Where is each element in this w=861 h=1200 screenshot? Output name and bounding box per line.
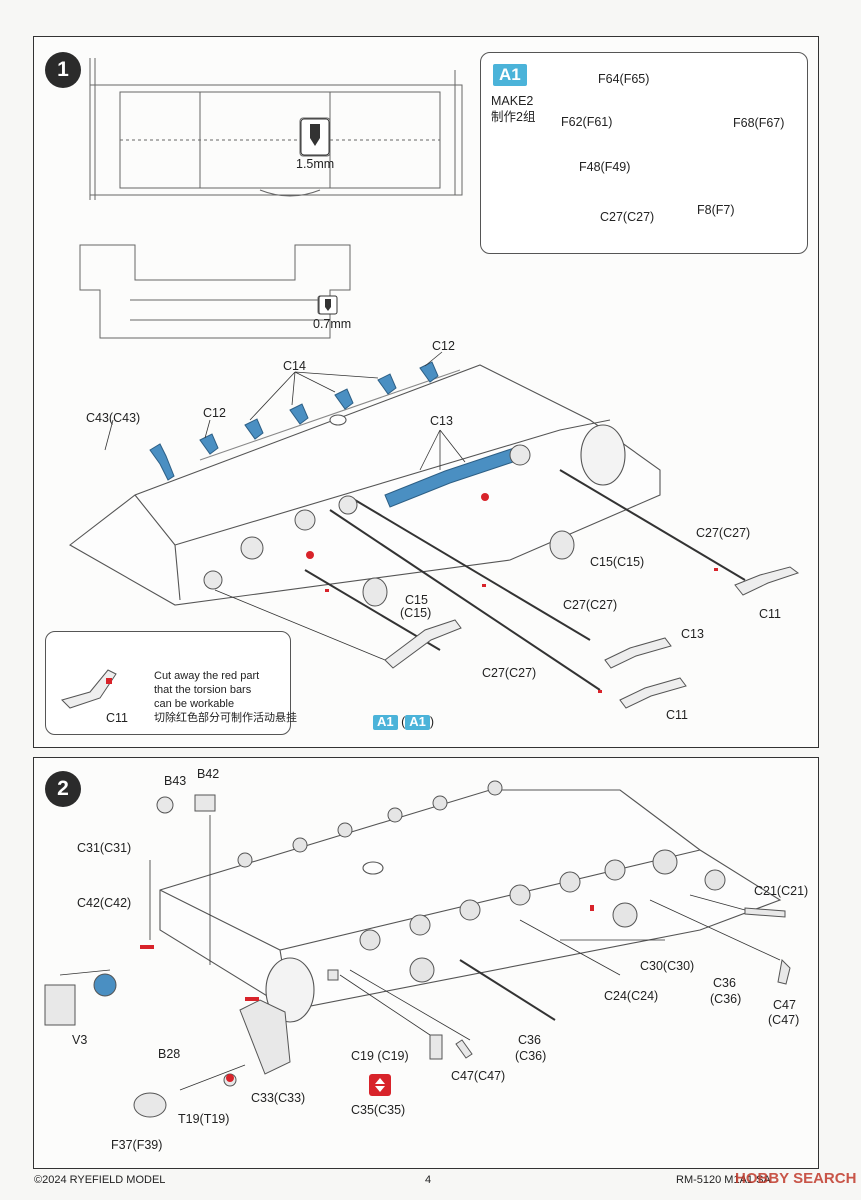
step-1-number: 1 <box>45 52 81 88</box>
suspension-mounts <box>149 361 526 508</box>
hull-rear-view <box>79 244 351 339</box>
part-label: B43 <box>164 774 187 788</box>
step-2-panel <box>33 757 819 1169</box>
a1-reference: A1 (A1) <box>373 714 434 730</box>
part-label: B28 <box>158 1047 181 1061</box>
note-text-cn: 切除红色部分可制作活动悬挂 <box>154 712 297 724</box>
make-label: MAKE2 <box>491 94 534 108</box>
part-label: C36 <box>518 1033 541 1047</box>
part-label: F37(F39) <box>111 1138 163 1152</box>
part-label: (C47) <box>768 1013 800 1027</box>
part-label: B42 <box>197 767 220 781</box>
hull-top-view <box>89 58 463 200</box>
hull-main-view <box>69 364 661 606</box>
note-text: can be workable <box>154 698 235 710</box>
part-label: F64(F65) <box>598 72 650 86</box>
wheel-hubs <box>203 444 575 607</box>
part-label: C15 <box>405 593 428 607</box>
a1-badge: A1 <box>493 64 527 86</box>
part-label: T19(T19) <box>178 1112 230 1126</box>
part-label: (C15) <box>400 606 432 620</box>
note-text: Cut away the red part <box>154 670 260 682</box>
part-label: C13 <box>430 414 453 428</box>
swing-arms <box>384 566 800 709</box>
red-markers <box>306 493 718 693</box>
part-label: C19 (C19) <box>351 1049 409 1063</box>
part-label: C35(C35) <box>351 1103 406 1117</box>
part-label: C11 <box>666 708 689 722</box>
part-label: C42(C42) <box>77 896 132 910</box>
copyright: ©2024 RYEFIELD MODEL <box>34 1174 166 1186</box>
drill-icon <box>300 118 330 156</box>
note-text: that the torsion bars <box>154 684 252 696</box>
part-label: (C36) <box>515 1049 547 1063</box>
part-label: C43(C43) <box>86 411 141 425</box>
part-label: F48(F49) <box>579 160 631 174</box>
part-label: C30(C30) <box>640 959 695 973</box>
part-label: C47 <box>773 998 796 1012</box>
part-label: C15(C15) <box>590 555 645 569</box>
part-label: C47(C47) <box>451 1069 506 1083</box>
part-label: C11 <box>759 607 782 621</box>
part-label: C21(C21) <box>754 884 809 898</box>
page-number: 4 <box>425 1174 432 1186</box>
part-label: (C36) <box>710 992 742 1006</box>
leader-lines <box>104 351 746 691</box>
part-label: C27(C27) <box>696 526 751 540</box>
part-label: F62(F61) <box>561 115 613 129</box>
part-label: C27(C27) <box>600 210 655 224</box>
part-label: C24(C24) <box>604 989 659 1003</box>
part-label: C12 <box>203 406 226 420</box>
part-label: F8(F7) <box>697 203 735 217</box>
part-label: C33(C33) <box>251 1091 306 1105</box>
make-label-cn: 制作2组 <box>491 110 536 124</box>
drill-size-label: 0.7mm <box>313 317 352 331</box>
part-label: C27(C27) <box>563 598 618 612</box>
part-label: C12 <box>432 339 455 353</box>
part-label: C11 <box>106 711 129 725</box>
part-label: C31(C31) <box>77 841 132 855</box>
part-label: F68(F67) <box>733 116 785 130</box>
drill-size-label: 1.5mm <box>296 157 335 171</box>
model-code: RM-5120 M1A1 SA <box>676 1174 771 1186</box>
part-label: C27(C27) <box>482 666 537 680</box>
part-label: V3 <box>72 1033 88 1047</box>
a1-subassembly-box <box>480 52 808 254</box>
part-label: C13 <box>681 627 704 641</box>
watermark: HOBBY SEARCH <box>735 1170 857 1187</box>
part-label: C14 <box>283 359 306 373</box>
step-2-number: 2 <box>45 771 81 807</box>
drill-icon <box>318 295 338 315</box>
part-label: C36 <box>713 976 736 990</box>
